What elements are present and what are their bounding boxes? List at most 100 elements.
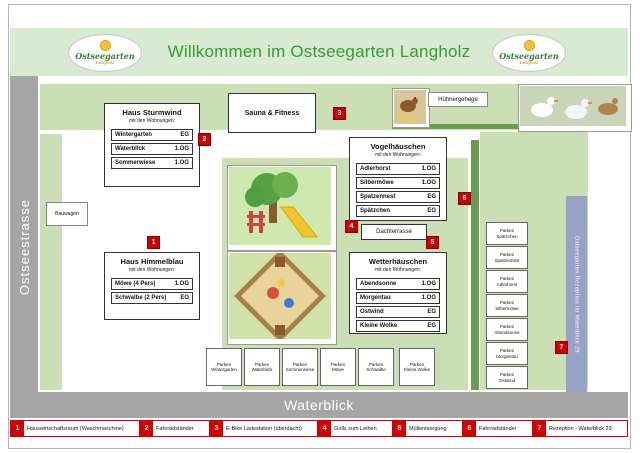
parking-name: Waterblick: [251, 367, 273, 372]
sauna-label: Sauna & Fitness: [244, 109, 300, 117]
legend-number: 7: [532, 421, 546, 436]
unit-floor: 1.OG: [421, 295, 436, 301]
legend-label: Hauswirtschaftsraum (Waschmaschine): [27, 425, 124, 432]
legend-item-1: 1 Hauswirtschaftsraum (Waschmaschine): [11, 421, 141, 436]
parken-word: Parken: [254, 361, 270, 367]
unit-floor: EG: [427, 194, 436, 200]
unit-name: Wintergarten: [115, 132, 152, 138]
parken-word: Parken: [499, 348, 515, 354]
reception-bar: Ostseegarten Rezeption im Waterblick 29: [566, 196, 587, 392]
parking-name: Wintergarten: [211, 367, 237, 372]
building-subtitle: mit den Wohnungen:: [128, 118, 176, 124]
unit-floor: 1.OG: [421, 180, 436, 186]
parking-name: Spatzennest: [494, 257, 520, 263]
lawn-left-strip: [40, 134, 62, 390]
legend-item-5: 5 Müllentsorgung: [393, 421, 463, 436]
legend-number: 3: [209, 421, 223, 436]
marker-number: 2: [202, 136, 207, 143]
hen-photo: [392, 88, 430, 128]
unit-name: Ostwind: [360, 309, 384, 315]
legend-item-4: 4 Grills zum Leihen: [318, 421, 393, 436]
parking-name: Möwe: [331, 367, 344, 372]
dachterrasse-label: Dachterrasse: [361, 224, 427, 240]
ostseegarten-logo-right: Ostseegarten Langholz: [492, 34, 566, 72]
page-title: Willkommen im Ostseegarten Langholz: [167, 42, 471, 61]
unit-name: Sommerwiese: [115, 160, 156, 166]
unit-name: Morgentau: [360, 295, 391, 301]
unit-name: Waterblick: [115, 146, 146, 152]
geese-photo: [518, 84, 632, 132]
huehnergehege-text: Hühnergehege: [438, 96, 478, 103]
legend-number: 4: [318, 421, 332, 436]
unit-name: Spätzchen: [360, 208, 391, 214]
parking-name: Spätzchen: [496, 233, 518, 239]
legend-label: Fahrradständer: [478, 425, 517, 432]
parking-name: Ostwind: [498, 377, 516, 383]
building-subtitle: mit den Wohnungen:: [374, 152, 422, 158]
unit-name: Silbermöwe: [360, 180, 394, 186]
map-marker-6: 6: [458, 192, 471, 205]
building-subtitle: mit den Wohnungen:: [128, 267, 176, 273]
legend-label: Rezeption - Waterblick 29: [548, 425, 612, 432]
parken-word: Parken: [499, 276, 515, 282]
parken-word: Parken: [499, 324, 515, 330]
sun-icon: [523, 40, 535, 52]
marker-number: 5: [430, 239, 435, 246]
road-ostseestrasse-label: Ostseestrasse: [16, 198, 32, 296]
map-marker-4: 4: [345, 220, 358, 233]
parken-word: Parken: [499, 252, 515, 258]
hedge-vertical: [471, 140, 479, 390]
road-waterblick-label: Waterblick: [284, 397, 354, 413]
header: Ostseegarten Langholz Willkommen im Osts…: [10, 28, 628, 76]
legend-number: 1: [11, 421, 24, 436]
legend-label: E-Bike Ladestation (überdacht): [225, 425, 302, 432]
bauwagen-text: Bauwagen: [55, 211, 79, 217]
logo-name: Ostseegarten: [75, 51, 135, 62]
unit-name: Adlerhorst: [360, 166, 391, 172]
legend-number: 6: [462, 421, 476, 436]
parking-name: Silbermöwe: [495, 305, 519, 311]
unit-row: Schwalbe (2 Pers)EG: [111, 292, 193, 304]
parking-name: Abendsonne: [494, 329, 520, 335]
parking-name: Kleine Wolke: [403, 367, 431, 372]
sandbox-photo: [227, 251, 337, 345]
road-ostseestrasse: Ostseestrasse: [10, 76, 38, 418]
parking-name: Sommerwiese: [285, 367, 315, 372]
marker-number: 4: [349, 223, 354, 230]
unit-row: Spätzchen EG: [356, 205, 440, 217]
building-name: Haus Himmelblau: [120, 257, 184, 266]
legend-item-7: 7 Rezeption - Waterblick 29: [532, 421, 627, 436]
logo-subname: Langholz: [95, 60, 115, 66]
unit-floor: EG: [180, 295, 189, 301]
playground-tree-photo: [227, 165, 337, 251]
building-sauna-fitness: Sauna & Fitness: [228, 93, 316, 133]
bauwagen-label: Bauwagen: [46, 202, 88, 226]
building-subtitle: mit den Wohnungen:: [374, 267, 422, 273]
parken-word: Parken: [499, 300, 515, 306]
marker-number: 1: [151, 239, 156, 246]
legend-number: 5: [393, 421, 406, 436]
unit-floor: EG: [427, 208, 436, 214]
reception-bar-label: Ostseegarten Rezeption im Waterblick 29: [573, 235, 580, 353]
unit-name: Möwe (4 Pers): [115, 281, 156, 287]
marker-number: 6: [462, 195, 467, 202]
legend-number: 2: [140, 421, 154, 436]
road-waterblick: Waterblick: [10, 392, 628, 418]
map-marker-5: 5: [426, 236, 439, 249]
map-marker-2: 2: [198, 133, 211, 146]
unit-floor: 1.OG: [174, 281, 189, 287]
